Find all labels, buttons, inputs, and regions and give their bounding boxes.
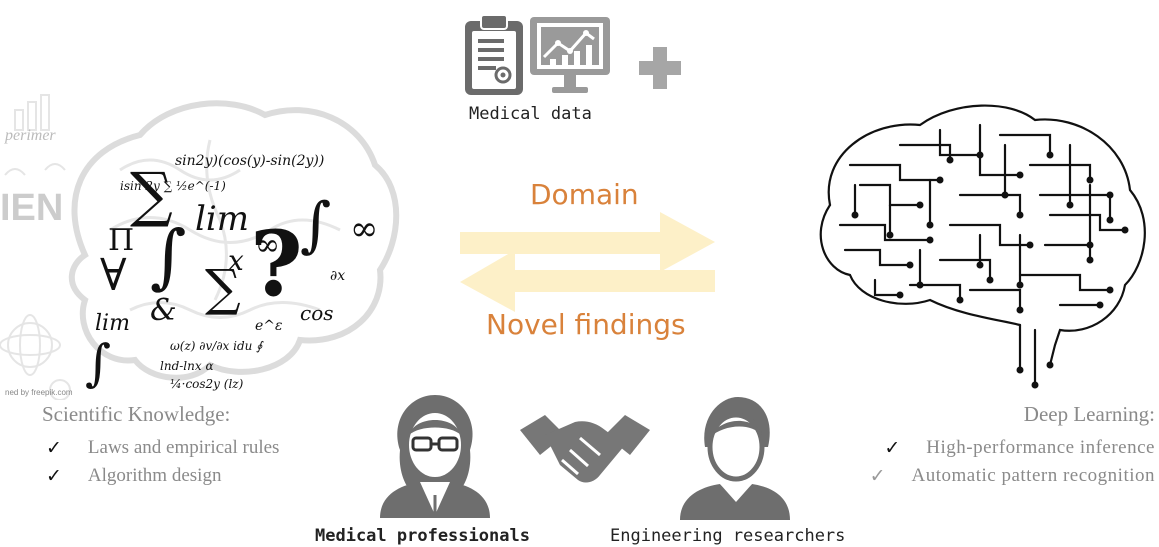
novel-findings-label: Novel findings <box>486 308 686 341</box>
svg-text:lnd-lnx α: lnd-lnx α <box>160 359 214 373</box>
svg-text:∞: ∞ <box>255 228 280 263</box>
scientific-knowledge-list: ✓ Laws and empirical rules ✓ Algorithm d… <box>46 437 279 487</box>
svg-text:?: ? <box>250 211 303 317</box>
svg-text:sin2y)(cos(y)-sin(2y)): sin2y)(cos(y)-sin(2y)) <box>175 153 324 169</box>
svg-text:Π: Π <box>108 223 134 258</box>
svg-text:¼·cos2y (lz): ¼·cos2y (lz) <box>170 377 244 391</box>
arrow-right <box>460 212 715 272</box>
medical-data-label: Medical data <box>469 104 592 124</box>
svg-text:x: x <box>228 244 244 277</box>
svg-text:IEN: IEN <box>0 187 63 229</box>
list-item: ✓ High-performance inference <box>884 437 1155 459</box>
plus-icon <box>639 47 681 89</box>
check-icon: ✓ <box>884 437 901 459</box>
svg-text:lim: lim <box>95 311 130 336</box>
check-icon: ✓ <box>46 437 62 459</box>
svg-text:cos: cos <box>300 301 334 325</box>
svg-text:∫: ∫ <box>300 190 331 260</box>
svg-text:∂x: ∂x <box>330 268 345 284</box>
svg-text:ω(z) ∂v/∂x idu ∮: ω(z) ∂v/∂x idu ∮ <box>170 339 264 353</box>
deep-learning-list: ✓ High-performance inference ✓ Automatic… <box>870 437 1155 487</box>
background-doodles <box>0 94 71 400</box>
monitor-chart-icon <box>530 17 610 93</box>
handshake-icon <box>520 415 650 483</box>
svg-text:e^ε: e^ε <box>255 318 283 334</box>
check-icon: ✓ <box>46 465 62 487</box>
svg-text:∫: ∫ <box>85 334 111 392</box>
svg-text:isin 2y ∑ ½e^(-1): isin 2y ∑ ½e^(-1) <box>120 179 226 193</box>
domain-label: Domain <box>530 178 639 211</box>
svg-text:lim: lim <box>195 199 249 239</box>
male-engineer-icon <box>680 397 790 520</box>
clipboard-icon <box>465 14 523 95</box>
circuit-brain-illustration <box>819 104 1146 389</box>
math-brain-illustration: perimer IEN ∑ ∫ lim ? ∀ ∑ ∫ Π ∞ ∞ & x li… <box>0 94 400 400</box>
svg-text:∀: ∀ <box>100 250 127 301</box>
engineering-researchers-label: Engineering researchers <box>610 526 846 546</box>
arrow-left <box>460 250 715 312</box>
check-icon: ✓ <box>869 465 886 487</box>
svg-text:∑: ∑ <box>130 160 173 230</box>
svg-text:∑: ∑ <box>205 259 241 317</box>
svg-text:&: & <box>150 293 177 328</box>
list-item: ✓ Algorithm design <box>46 465 222 487</box>
deep-learning-title: Deep Learning: <box>1023 402 1155 426</box>
medical-professionals-label: Medical professionals <box>315 526 530 546</box>
list-item: ✓ Laws and empirical rules <box>46 437 280 459</box>
bidirectional-arrows <box>460 212 715 312</box>
svg-text:∞: ∞ <box>350 209 378 249</box>
list-item: ✓ Automatic pattern recognition <box>869 465 1155 487</box>
watermark-text: ned by freepik.com <box>5 388 73 397</box>
scientific-knowledge-title: Scientific Knowledge: <box>42 402 231 426</box>
svg-text:perimer: perimer <box>4 127 56 144</box>
svg-text:∫: ∫ <box>150 215 186 297</box>
female-doctor-icon <box>380 395 490 518</box>
